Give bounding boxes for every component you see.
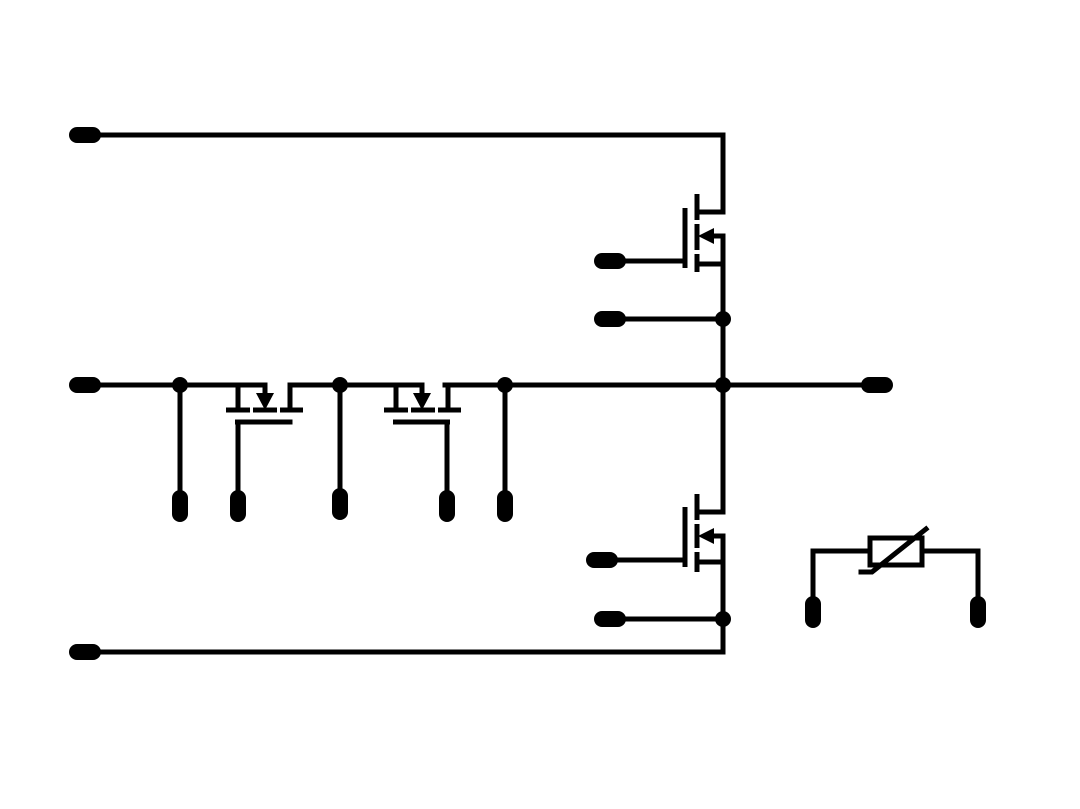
terminal-drop-2[interactable] [332,488,348,520]
mosfet-q1 [682,194,726,272]
wire-q3-gate [235,419,293,508]
variable-resistor-r1 [858,525,930,575]
mosfet-q3 [226,382,303,425]
terminal-q4-gate[interactable] [439,490,455,522]
junctions [172,311,731,627]
junction-dot [715,311,731,327]
wire-bottom-rail [77,616,726,655]
junction-dot [172,377,188,393]
terminal-r1-left[interactable] [805,596,821,628]
junction-dot [497,377,513,393]
junction-dot [715,611,731,627]
terminals [69,127,986,660]
terminal-top-left[interactable] [69,127,101,143]
terminal-q1-gate[interactable] [594,253,626,269]
wire-r1-left [810,548,873,613]
terminal-tap-lower[interactable] [594,611,626,627]
r1-body [867,535,925,568]
wire-r1-right [919,548,981,613]
terminal-output-right[interactable] [861,377,893,393]
wires [77,132,981,655]
terminal-bottom-left[interactable] [69,644,101,660]
terminal-mid-left[interactable] [69,377,101,393]
terminal-drop-1[interactable] [172,490,188,522]
q1-arrow [698,228,714,244]
junction-dot [332,377,348,393]
terminal-drop-3[interactable] [497,490,513,522]
wire-q4-gate [393,419,450,508]
terminal-q2-gate[interactable] [586,552,618,568]
mosfet-q4 [384,382,461,425]
terminal-tap-upper[interactable] [594,311,626,327]
q3-arrow [256,393,274,410]
q4-arrow [413,393,431,410]
terminal-r1-right[interactable] [970,596,986,628]
junction-dot [715,377,731,393]
r1-tilt-line [858,525,930,575]
mosfet-q2 [682,494,726,572]
wire-top-rail [77,132,726,215]
q2-arrow [698,528,714,544]
terminal-q3-gate[interactable] [230,490,246,522]
